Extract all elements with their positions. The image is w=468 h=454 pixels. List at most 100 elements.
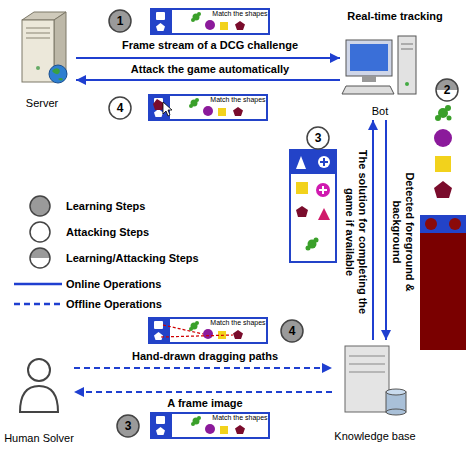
- screenshot: [161, 335, 233, 337]
- callout-circles: [281, 320, 303, 342]
- callout-number: 3: [125, 419, 132, 433]
- server-icon: [52, 68, 63, 80]
- screenshot: [151, 9, 269, 34]
- server-icon: [36, 66, 40, 70]
- solution-screenshot: [290, 150, 336, 174]
- computer-icon: [342, 36, 416, 94]
- callout-number: 2: [444, 83, 451, 97]
- computer-icon: [362, 76, 376, 82]
- detected-shapes: [435, 156, 451, 172]
- connector: [74, 391, 332, 393]
- solution-screenshot: [290, 150, 336, 262]
- callout-number: 1: [117, 14, 124, 28]
- edge-label: The solution for completing the game if …: [343, 150, 369, 315]
- computer-icon: [350, 44, 388, 71]
- knowledge-base-icon: [386, 389, 406, 395]
- edge-label: Detected foreground & background: [390, 152, 416, 312]
- solution-screenshot: [296, 156, 306, 169]
- computer-icon: [401, 44, 413, 45]
- callout-circles: [307, 127, 329, 149]
- detected-shapes: [420, 105, 466, 350]
- node-label: Human Solver: [4, 432, 74, 445]
- callout-circles: [109, 97, 131, 119]
- legend-text: Attacking Steps: [66, 226, 149, 239]
- icon-node: Knowledge base: [332, 340, 418, 445]
- screenshot: [151, 413, 269, 438]
- knowledge-base-icon: [349, 364, 385, 365]
- computer-icon: [398, 36, 416, 94]
- computer-icon: [342, 86, 394, 94]
- legend-text: Learning Steps: [66, 200, 145, 213]
- computer-icon: [405, 82, 409, 86]
- legend-samples: [30, 248, 50, 268]
- detected-shapes: [445, 105, 451, 111]
- callout-number: 3: [315, 131, 322, 145]
- callout-number: 4: [289, 324, 296, 338]
- legend-samples: [30, 248, 50, 268]
- detected-shapes: [434, 181, 452, 198]
- connector: [385, 120, 387, 340]
- callout-circles: [109, 10, 131, 32]
- legend-text: Offline Operations: [66, 298, 162, 311]
- screen-text: Match the shapes: [210, 318, 265, 327]
- detected-shapes: [447, 116, 452, 121]
- connector: [372, 120, 374, 340]
- solution-screenshot: [319, 186, 327, 194]
- callout-circles: [109, 10, 458, 437]
- screenshot: [151, 9, 269, 34]
- solution-screenshot: [290, 150, 336, 262]
- human-icon: [28, 359, 50, 381]
- human-icon: [20, 359, 58, 412]
- detected-shapes: [420, 215, 466, 350]
- screen-text: Match the shapes: [210, 95, 265, 104]
- detected-shapes: [449, 218, 461, 230]
- edge-label: A frame image: [167, 397, 242, 410]
- legend-text: Online Operations: [66, 278, 161, 291]
- caption-text: Real-time tracking: [347, 10, 442, 23]
- solution-screenshot: [320, 158, 328, 166]
- knowledge-base-icon: [345, 346, 389, 412]
- screenshot: [151, 413, 269, 438]
- solution-screenshot: [314, 238, 319, 243]
- edge-label: Frame stream of a DCG challenge: [122, 39, 298, 52]
- screenshot: [163, 325, 203, 334]
- solution-screenshot: [296, 206, 308, 217]
- legend-samples: [30, 196, 50, 216]
- solution-screenshot: [318, 208, 330, 220]
- screen-text: Match the shapes: [212, 413, 267, 422]
- screenshot: [149, 95, 267, 120]
- server-icon: [22, 12, 67, 83]
- human-icon: [20, 386, 58, 412]
- screenshot: [149, 95, 267, 120]
- legend-samples: [14, 196, 62, 304]
- legend-samples: [30, 248, 50, 258]
- connector: [74, 367, 332, 369]
- edge-label: Attack the game automatically: [131, 63, 289, 76]
- detected-shapes: [425, 218, 437, 230]
- legend-samples: [14, 303, 62, 306]
- solution-screenshot: [316, 183, 330, 197]
- knowledge-base-icon: [349, 372, 385, 373]
- screenshot: [149, 318, 267, 343]
- server-icon: [26, 28, 50, 29]
- screenshot: [149, 318, 267, 343]
- detected-shapes: [420, 215, 466, 233]
- screenshot: [163, 102, 172, 116]
- server-icon: [26, 33, 50, 34]
- icon-node: Bot: [340, 28, 420, 120]
- server-icon: [49, 65, 67, 83]
- computer-icon: [401, 49, 413, 50]
- solution-screenshot: [318, 156, 330, 168]
- icon-node: Server: [8, 8, 76, 112]
- legend-text: Learning/Attacking Steps: [66, 252, 199, 265]
- callout-circles: [117, 415, 139, 437]
- connector: [76, 57, 340, 59]
- callout-circles: [436, 79, 458, 101]
- detected-shapes: [435, 115, 441, 121]
- node-label: Knowledge base: [334, 430, 415, 443]
- legend-samples: [30, 222, 50, 242]
- solution-screenshot: [306, 246, 311, 251]
- connector: [76, 79, 340, 81]
- screen-text: Match the shapes: [212, 9, 267, 18]
